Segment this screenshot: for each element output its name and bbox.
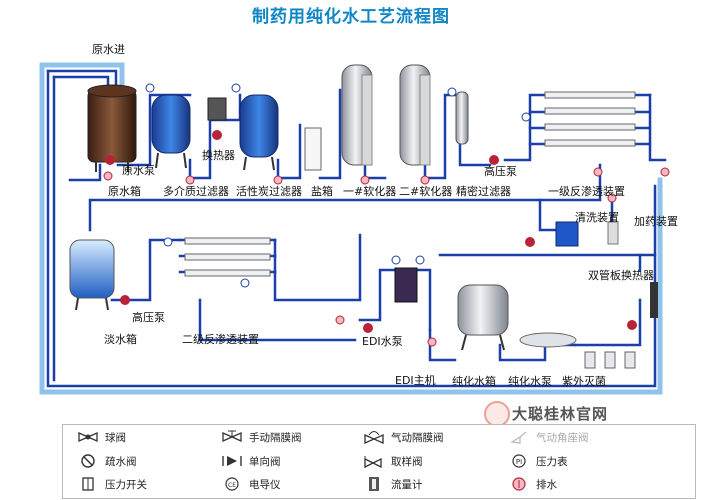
label-hp-pump-2: 高压泵 [132, 311, 165, 324]
ball-valve-icon [78, 431, 98, 443]
uv-sterilizer-unit [584, 351, 636, 369]
label-salt-tank: 盐箱 [311, 185, 333, 198]
svg-text:PI: PI [516, 458, 522, 466]
multimedia-filter [151, 94, 191, 169]
label-cleaning-device: 清洗装置 [575, 211, 619, 224]
label-pure-water-pump: 纯化水泵 [508, 375, 552, 388]
legend-label: 球阀 [105, 432, 126, 444]
label-uv-sterilizer: 紫外灭菌 [562, 375, 606, 388]
label-dosing-device: 加药装置 [634, 215, 678, 228]
label-softener-2: 二#软化器 [399, 185, 453, 198]
salt-tank-unit [304, 127, 322, 171]
label-edi-host: EDI主机 [395, 374, 436, 387]
label-multimedia-filter: 多介质过滤器 [163, 185, 229, 198]
label-double-tube-exchanger: 双管板换热器 [588, 269, 654, 282]
label-precision-filter: 精密过滤器 [456, 185, 511, 198]
legend-label: 压力表 [536, 456, 568, 468]
edi-pump-unit [363, 323, 373, 333]
pressure-gauges [145, 83, 531, 288]
legend-label: 电导仪 [249, 479, 281, 491]
label-hp-pump-1: 高压泵 [484, 165, 517, 178]
pneumatic-angle-valve-icon [510, 431, 527, 444]
ro-stage-2-membranes [184, 237, 271, 277]
label-pure-water-tank: 纯化水箱 [452, 375, 496, 388]
heat-exchanger-unit [207, 97, 227, 140]
svg-text:CE: CE [228, 482, 236, 489]
legend-label: 单向阀 [249, 456, 281, 468]
hp-pump-1-unit [489, 155, 499, 165]
pure-water-tank-unit [457, 284, 509, 351]
label-fresh-water-tank: 淡水箱 [104, 333, 137, 346]
pneumatic-diaphragm-valve-icon [364, 431, 384, 444]
drain-icon [512, 477, 526, 491]
watermark-text: 大聪桂林官网 [512, 405, 609, 423]
pure-water-pump-unit [519, 332, 577, 348]
legend-label: 压力开关 [105, 479, 147, 491]
legend-label: 手动隔膜阀 [249, 432, 302, 444]
label-ro-stage-2: 二级反渗透装置 [182, 333, 259, 346]
flow-meter-icon [369, 477, 379, 491]
legend-label: 气动角座阀 [536, 432, 589, 444]
watermark-seal-icon [484, 401, 510, 427]
precision-filter-unit [455, 91, 469, 145]
fresh-water-tank-unit [69, 239, 115, 311]
label-softener-1: 一#软化器 [343, 185, 397, 198]
label-raw-water-tank: 原水箱 [108, 185, 141, 198]
dosing-device-unit [607, 221, 619, 245]
pressure-switch-icon [82, 477, 94, 491]
double-tube-exchanger-unit [650, 282, 658, 318]
legend-label: 流量计 [391, 479, 423, 491]
cleaning-device-unit [555, 221, 579, 247]
legend-label: 排水 [536, 479, 557, 491]
pressure-gauge-icon: PI [512, 454, 526, 468]
softener-1-unit [341, 64, 373, 166]
sampling-valve-icon [364, 456, 382, 468]
diagram-title: 制药用纯化水工艺流程图 [252, 7, 450, 27]
raw-water-pump [105, 155, 115, 165]
softener-2-unit [399, 64, 431, 166]
legend-label: 气动隔膜阀 [391, 432, 444, 444]
label-carbon-filter: 活性炭过滤器 [236, 185, 302, 198]
edi-host-unit [394, 267, 418, 303]
label-edi-pump: EDI水泵 [362, 335, 403, 348]
drain-valve-icon [81, 454, 95, 468]
conductivity-meter-icon: CE [225, 477, 239, 491]
hp-pump-2-unit [120, 295, 130, 305]
label-raw-water-in: 原水进 [92, 43, 125, 56]
activated-carbon-filter [239, 94, 279, 171]
legend-label: 疏水阀 [105, 456, 137, 468]
legend-box: 球阀 手动隔膜阀 气动隔膜阀 气动角座阀 疏水阀 单向阀 取样阀 PI 压力表 … [62, 424, 696, 499]
label-ro-stage-1: 一级反渗透装置 [548, 185, 625, 198]
label-heat-exchanger: 换热器 [202, 149, 235, 162]
manual-diaphragm-valve-icon [222, 430, 242, 443]
drain-symbols [103, 167, 670, 347]
label-raw-water-pump: 原水泵 [122, 164, 155, 177]
ro-stage-1-membranes [544, 91, 636, 147]
legend-label: 取样阀 [391, 456, 423, 468]
raw-water-tank [87, 84, 137, 172]
check-valve-icon [222, 456, 242, 466]
